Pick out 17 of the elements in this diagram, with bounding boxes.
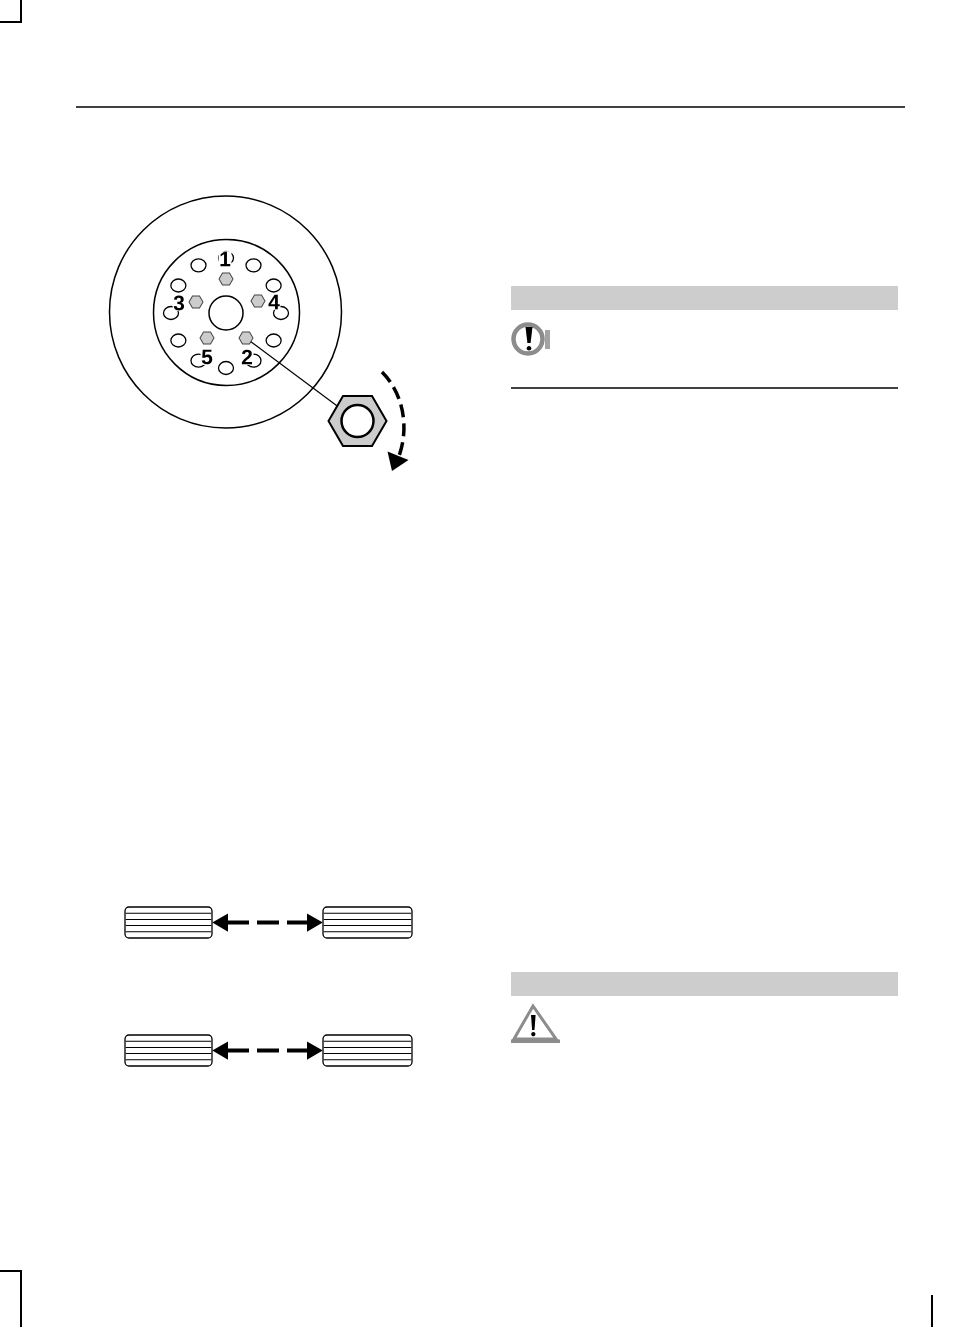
lug-nut — [199, 331, 215, 345]
callout-number: 2 — [240, 349, 254, 365]
heading-bar — [511, 286, 898, 310]
callout-number: 1 — [218, 251, 232, 267]
tyre — [322, 1034, 413, 1067]
heading-bar — [511, 972, 898, 996]
callout-number: 5 — [200, 349, 214, 365]
lug-nut — [238, 331, 254, 345]
nut-closeup — [327, 394, 388, 448]
tyre — [322, 906, 413, 939]
lug-nut — [188, 295, 204, 309]
tyre — [124, 1034, 213, 1067]
callout-number: 4 — [267, 294, 281, 310]
lug-nut — [250, 294, 266, 308]
lug-nut — [218, 272, 234, 286]
callout-number: 3 — [172, 294, 186, 312]
tyre — [124, 906, 213, 939]
